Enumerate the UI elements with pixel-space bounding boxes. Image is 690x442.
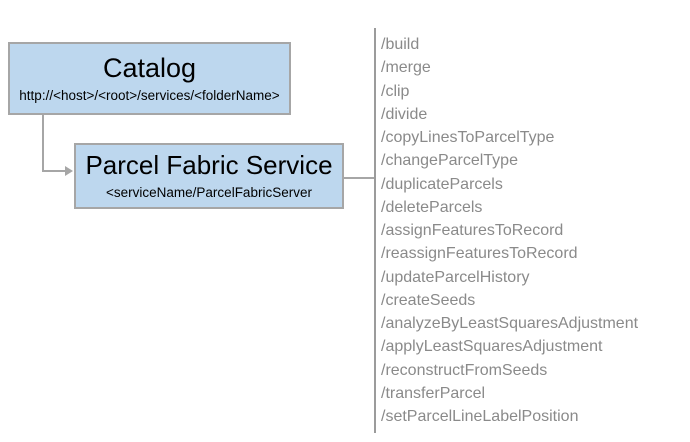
operation-endpoint: /build (381, 36, 420, 53)
arrowhead-icon (65, 166, 73, 176)
operation-endpoint: /deleteParcels (381, 198, 483, 216)
operation-endpoint: /clip (381, 82, 410, 100)
operation-endpoint: /updateParcelHistory (381, 268, 530, 286)
operation-endpoint: /changeParcelType (381, 152, 518, 170)
operation-endpoint: /merge (381, 59, 431, 77)
catalog-url-pattern: http://<host>/<root>/services/<folderNam… (19, 87, 280, 103)
catalog-service-connector-horizontal (42, 170, 67, 172)
operation-endpoint: /analyzeByLeastSquaresAdjustment (381, 315, 639, 332)
operation-endpoint: /setParcelLineLabelPosition (381, 408, 579, 425)
catalog-node: Catalog http://<host>/<root>/services/<f… (8, 42, 291, 115)
operation-endpoint: /copyLinesToParcelType (381, 129, 555, 146)
operation-endpoint: /createSeeds (381, 291, 476, 309)
catalog-service-connector-vertical (42, 115, 44, 172)
service-operations-connector (344, 177, 374, 179)
operation-endpoint: /applyLeastSquaresAdjustment (381, 338, 603, 356)
operation-endpoint: /divide (381, 105, 428, 123)
catalog-title: Catalog (102, 52, 197, 83)
operation-endpoint: /assignFeaturesToRecord (381, 222, 564, 239)
divider-line (374, 28, 376, 433)
operation-endpoint: /transferParcel (381, 384, 486, 402)
service-title: Parcel Fabric Service (85, 149, 333, 180)
parcel-fabric-service-node: Parcel Fabric Service <serviceName/Parce… (74, 143, 344, 209)
operation-endpoint: /duplicateParcels (381, 175, 503, 193)
operation-endpoint: /reconstructFromSeeds (381, 361, 548, 379)
operations-list: /build /merge /clip /divide /copyLinesTo… (381, 33, 638, 428)
operation-endpoint: /reassignFeaturesToRecord (381, 245, 578, 263)
service-url-pattern: <serviceName/ParcelFabricServer (106, 184, 312, 200)
